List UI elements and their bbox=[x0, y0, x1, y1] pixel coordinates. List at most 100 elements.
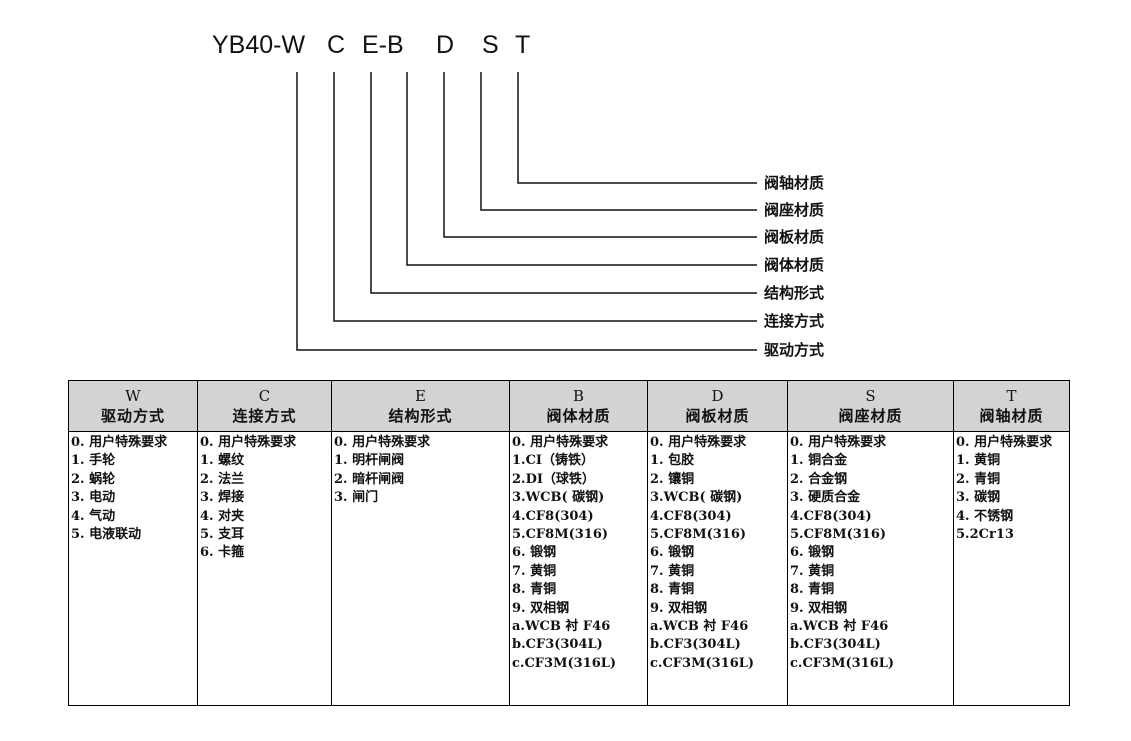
option-item: 0. 用户特殊要求 bbox=[512, 435, 609, 450]
option-item: 8. 青铜 bbox=[790, 582, 835, 598]
option-item: 0. 用户特殊要求 bbox=[334, 435, 431, 450]
connector-disc-line bbox=[443, 72, 757, 238]
option-item: 1. 包胶 bbox=[650, 453, 695, 469]
option-item: 4.CF8(304) bbox=[790, 508, 872, 524]
option-item: 3. 闸门 bbox=[334, 490, 379, 506]
model-code-disc: D bbox=[436, 31, 455, 59]
connector-body-line bbox=[406, 72, 757, 266]
col-header-seat: S 阀座材质 bbox=[787, 380, 954, 432]
option-item: 7. 黄铜 bbox=[650, 563, 695, 579]
option-item: 3. 碳钢 bbox=[956, 490, 1001, 506]
option-item: 4. 气动 bbox=[71, 508, 116, 524]
option-item: 5. 支耳 bbox=[200, 527, 245, 543]
model-code-seat: S bbox=[482, 31, 499, 59]
label-body-material: 阀体材质 bbox=[764, 256, 825, 274]
option-item: 3.WCB( 碳钢) bbox=[512, 490, 605, 506]
col-title: 结构形式 bbox=[388, 407, 453, 425]
option-item: c.CF3M(316L) bbox=[650, 655, 755, 671]
col-code: E bbox=[415, 387, 426, 405]
col-header-shaft: T 阀轴材质 bbox=[953, 380, 1070, 432]
col-title: 阀座材质 bbox=[838, 407, 903, 425]
label-shaft-material: 阀轴材质 bbox=[764, 174, 825, 192]
option-item: 7. 黄铜 bbox=[790, 563, 835, 579]
option-item: 5. 电液联动 bbox=[71, 527, 142, 543]
option-item: 9. 双相钢 bbox=[512, 600, 570, 616]
col-code: S bbox=[865, 387, 876, 405]
col-title: 阀轴材质 bbox=[979, 407, 1044, 425]
label-structure-type: 结构形式 bbox=[764, 284, 825, 302]
option-item: 5.CF8M(316) bbox=[790, 527, 887, 543]
options-cell: 0. 用户特殊要求 1. 手轮 2. 蜗轮 3. 电动 4. 气动 5. 电液联动 bbox=[68, 431, 198, 706]
col-code: W bbox=[125, 387, 141, 405]
option-item: 5.CF8M(316) bbox=[650, 527, 747, 543]
option-item: 5.2Cr13 bbox=[956, 527, 1014, 543]
option-item: 2.DI（球铁） bbox=[512, 471, 595, 487]
option-list: 0. 用户特殊要求 1. 手轮 2. 蜗轮 3. 电动 4. 气动 5. 电液联动 bbox=[71, 434, 197, 544]
option-item: 2. 镶铜 bbox=[650, 471, 695, 487]
option-item: 1. 螺纹 bbox=[200, 453, 245, 469]
table-options-row: 0. 用户特殊要求 1. 手轮 2. 蜗轮 3. 电动 4. 气动 5. 电液联动 0. … bbox=[68, 431, 1070, 706]
col-title: 驱动方式 bbox=[100, 407, 165, 425]
col-title: 连接方式 bbox=[232, 407, 297, 425]
option-item: a.WCB 衬 F46 bbox=[650, 619, 749, 635]
connector-structure-line bbox=[370, 72, 757, 294]
connector-seat-line bbox=[480, 72, 757, 211]
option-item: 5.CF8M(316) bbox=[512, 527, 609, 543]
option-item: 2. 暗杆闸阀 bbox=[334, 471, 405, 487]
model-code-prefix: YB40-W bbox=[212, 31, 306, 59]
option-item: 1. 手轮 bbox=[71, 453, 116, 469]
option-item: 1. 铜合金 bbox=[790, 453, 848, 469]
label-disc-material: 阀板材质 bbox=[764, 228, 825, 246]
option-item: c.CF3M(316L) bbox=[790, 655, 895, 671]
option-item: 6. 卡箍 bbox=[200, 545, 245, 561]
connector-shaft-line bbox=[517, 72, 757, 184]
option-item: 6. 锻钢 bbox=[790, 545, 835, 561]
option-item: 8. 青铜 bbox=[512, 582, 557, 598]
option-item: a.WCB 衬 F46 bbox=[512, 619, 611, 635]
table-header-row: W 驱动方式 C 连接方式 E 结构形式 B 阀体材质 D 阀板材质 S 阀座材… bbox=[68, 380, 1070, 432]
col-header-structure: E 结构形式 bbox=[331, 380, 510, 432]
label-drive-type: 驱动方式 bbox=[764, 341, 825, 359]
connector-drive-line bbox=[296, 72, 757, 351]
col-header-body: B 阀体材质 bbox=[509, 380, 648, 432]
option-item: 1.CI（铸铁） bbox=[512, 453, 594, 469]
option-item: 9. 双相钢 bbox=[650, 600, 708, 616]
option-item: 0. 用户特殊要求 bbox=[71, 435, 168, 450]
option-item: b.CF3(304L) bbox=[512, 637, 603, 653]
col-code: C bbox=[258, 387, 271, 405]
option-item: a.WCB 衬 F46 bbox=[790, 619, 889, 635]
option-item: b.CF3(304L) bbox=[650, 637, 741, 653]
option-item: 4. 不锈钢 bbox=[956, 508, 1014, 524]
option-item: 3.WCB( 碳钢) bbox=[650, 490, 743, 506]
option-item: 3. 焊接 bbox=[200, 490, 245, 506]
option-item: 4.CF8(304) bbox=[650, 508, 732, 524]
option-item: 4. 对夹 bbox=[200, 508, 245, 524]
model-code-shaft: T bbox=[515, 31, 531, 59]
col-header-drive: W 驱动方式 bbox=[68, 380, 198, 432]
option-item: c.CF3M(316L) bbox=[512, 655, 617, 671]
options-cell: 0. 用户特殊要求 1.CI（铸铁） 2.DI（球铁） 3.WCB( 碳钢) 4.CF8… bbox=[509, 431, 648, 706]
option-item: 1. 黄铜 bbox=[956, 453, 1001, 469]
col-header-disc: D 阀板材质 bbox=[647, 380, 788, 432]
option-item: 0. 用户特殊要求 bbox=[790, 435, 887, 450]
col-title: 阀板材质 bbox=[685, 407, 750, 425]
option-item: 1. 明杆闸阀 bbox=[334, 453, 405, 469]
option-item: b.CF3(304L) bbox=[790, 637, 881, 653]
option-item: 3. 电动 bbox=[71, 490, 116, 506]
col-code: D bbox=[711, 387, 724, 405]
option-item: 2. 蜗轮 bbox=[71, 471, 116, 487]
col-code: B bbox=[572, 387, 585, 405]
model-code-connection: C bbox=[327, 31, 346, 59]
option-item: 2. 青铜 bbox=[956, 471, 1001, 487]
option-item: 4.CF8(304) bbox=[512, 508, 594, 524]
label-connection-type: 连接方式 bbox=[764, 312, 825, 330]
option-item: 9. 双相钢 bbox=[790, 600, 848, 616]
